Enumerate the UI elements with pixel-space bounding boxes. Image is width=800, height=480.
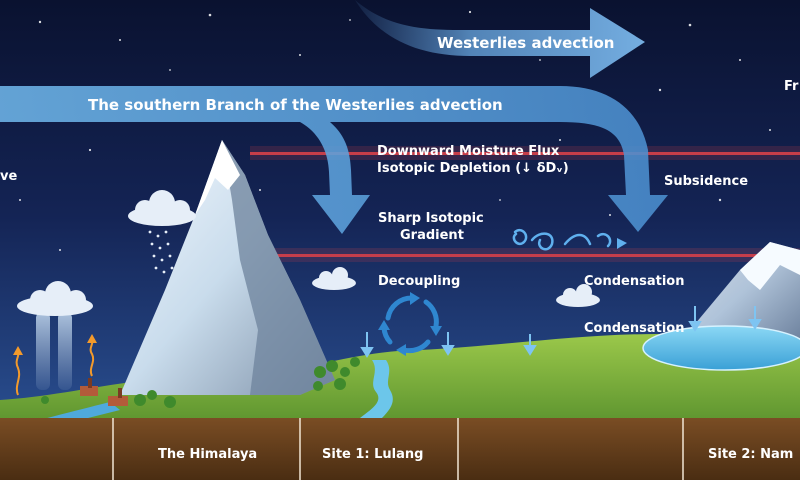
subsidence-label: Subsidence — [664, 174, 748, 189]
downward-flux-label: Downward Moisture Flux — [377, 144, 560, 159]
plume-1 — [36, 312, 50, 390]
site-label-nam: Site 2: Nam — [708, 447, 793, 462]
condensation-label-2: Condensation — [584, 321, 684, 336]
right-edge-label: Fr — [784, 79, 799, 94]
site-label-himalaya: The Himalaya — [158, 447, 257, 462]
sharp-gradient-label-2: Gradient — [400, 228, 464, 243]
condensation-label-1: Condensation — [584, 274, 684, 289]
southern-branch-label: The southern Branch of the Westerlies ad… — [88, 96, 503, 114]
sharp-gradient-label-1: Sharp Isotopic — [378, 211, 484, 226]
decoupling-label: Decoupling — [378, 274, 460, 289]
left-edge-label: ve — [0, 169, 17, 184]
site-label-lulang: Site 1: Lulang — [322, 447, 423, 462]
westerlies-label: Westerlies advection — [437, 34, 614, 52]
plume-2 — [58, 312, 72, 390]
lower-red-glow — [270, 248, 800, 262]
isotopic-depletion-label: Isotopic Depletion (↓ δDᵥ) — [377, 161, 569, 176]
